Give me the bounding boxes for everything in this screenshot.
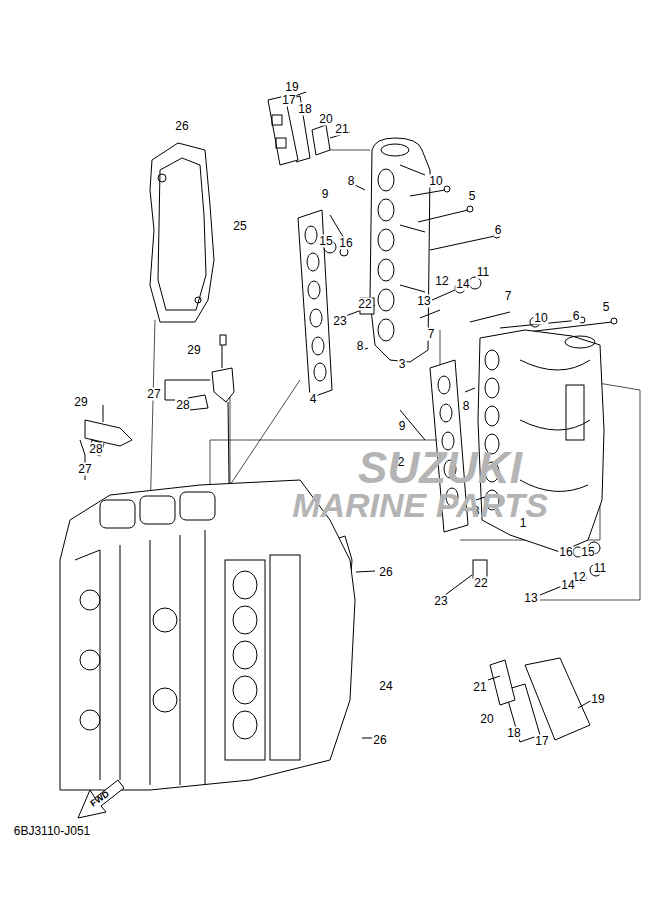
- callout-number: 16: [558, 546, 573, 559]
- callout-number: 20: [479, 713, 494, 726]
- callout-number: 21: [472, 681, 487, 694]
- callout-number: 16: [338, 237, 353, 250]
- callout-number: 6: [572, 310, 581, 323]
- callout-number: 14: [560, 579, 575, 592]
- callout-number: 5: [468, 190, 477, 203]
- diagram-code: 6BJ3110-J051: [13, 825, 92, 838]
- callout-number: 14: [455, 278, 470, 291]
- callout-number: 8: [347, 175, 356, 188]
- callout-number: 20: [318, 113, 333, 126]
- callout-number: 7: [427, 328, 436, 341]
- callout-number: 12: [434, 275, 449, 288]
- callout-number: 19: [284, 81, 299, 94]
- callout-number: 13: [416, 295, 431, 308]
- callout-number: 10: [533, 312, 548, 325]
- callout-number: 26: [378, 566, 393, 579]
- callout-number: 23: [433, 595, 448, 608]
- callout-number: 21: [334, 123, 349, 136]
- callout-number: 9: [398, 420, 407, 433]
- callout-number: 23: [332, 315, 347, 328]
- callout-number: 11: [476, 266, 490, 279]
- callout-number: 24: [378, 680, 393, 693]
- callout-number: 19: [590, 693, 605, 706]
- callout-number: 13: [523, 592, 538, 605]
- callout-number: 3: [398, 358, 407, 371]
- callout-number: 27: [77, 463, 92, 476]
- callout-number: 5: [602, 301, 611, 314]
- callout-number: 29: [186, 344, 201, 357]
- callout-number: 22: [473, 577, 488, 590]
- callout-number: 18: [506, 727, 521, 740]
- callout-number: 6: [494, 224, 503, 237]
- callout-number: 17: [534, 735, 549, 748]
- callout-number: 17: [281, 94, 296, 107]
- callout-number: 27: [146, 388, 161, 401]
- callout-number: 11: [593, 562, 607, 575]
- callout-number: 25: [232, 220, 247, 233]
- callout-number: 29: [73, 396, 88, 409]
- callout-number: 15: [580, 546, 595, 559]
- callout-number: 22: [357, 298, 372, 311]
- callout-number: 10: [428, 175, 443, 188]
- callout-number: 28: [175, 399, 190, 412]
- callout-number: 28: [88, 443, 103, 456]
- watermark: MARINE PARTS: [292, 486, 548, 525]
- callout-number: 15: [318, 235, 333, 248]
- callout-number: 9: [321, 188, 330, 201]
- callout-number: 4: [309, 393, 318, 406]
- callout-number: 8: [356, 340, 365, 353]
- callout-number: 26: [372, 734, 387, 747]
- callout-number: 26: [174, 120, 189, 133]
- callout-number: 7: [504, 290, 513, 303]
- callout-number: 8: [462, 400, 471, 413]
- callout-number: 18: [297, 103, 312, 116]
